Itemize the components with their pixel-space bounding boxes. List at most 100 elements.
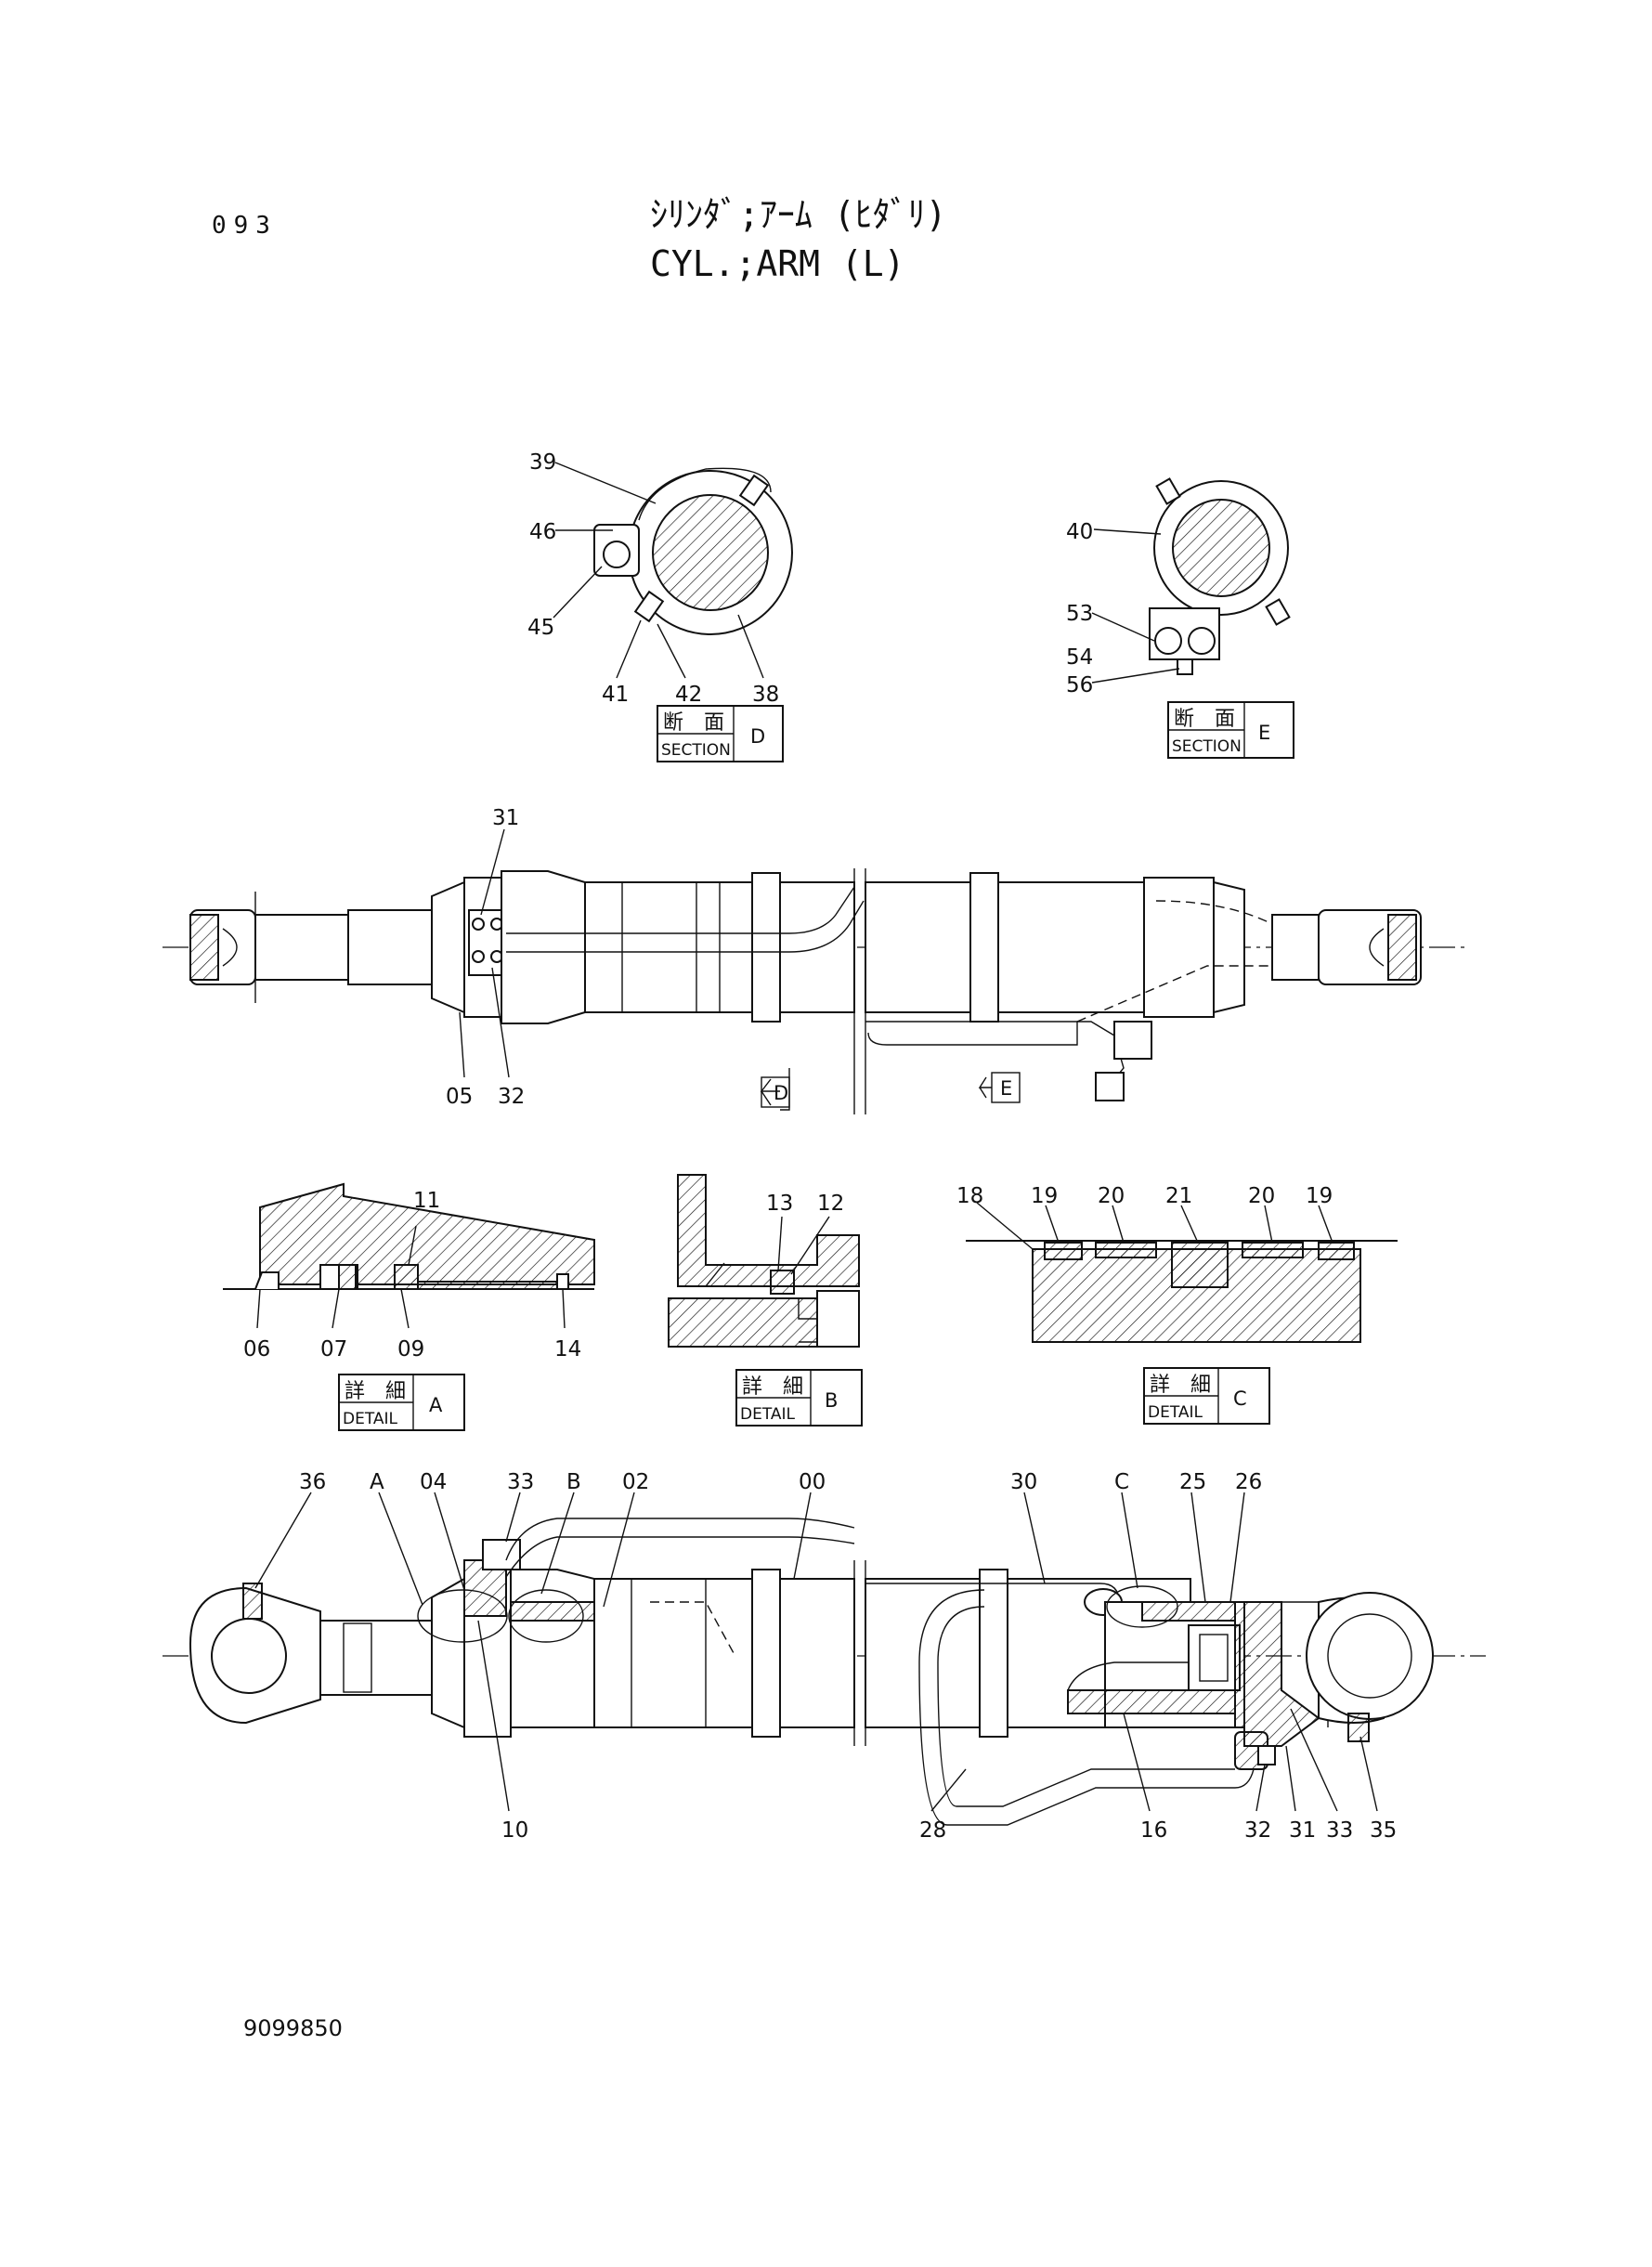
leader-B (540, 1492, 575, 1595)
leader-36 (254, 1492, 312, 1589)
leader-11 (408, 1225, 417, 1266)
callout-06: 06 (243, 1337, 270, 1362)
main-band-clamp-right (979, 1569, 1008, 1738)
callout-31-bottom: 31 (1289, 1818, 1316, 1843)
detail-c-view: 18 19 20 21 20 19 詳 細 DETAIL C (956, 1184, 1398, 1425)
callout-30: 30 (1010, 1470, 1037, 1494)
leader-40 (1093, 528, 1162, 535)
leader-53 (1091, 612, 1155, 642)
drawing-number: 9099850 (243, 2015, 343, 2041)
callout-41: 41 (602, 683, 629, 707)
leader-56 (1091, 668, 1180, 684)
main-cap (1234, 1601, 1320, 1747)
leader-12 (790, 1216, 830, 1275)
detail-c-ring-19-left (1044, 1242, 1083, 1260)
leader-00 (793, 1492, 812, 1580)
leader-33-top (505, 1492, 521, 1543)
arrow-e-label: E (1000, 1077, 1012, 1100)
leader-19-right (1318, 1205, 1333, 1244)
callout-39: 39 (529, 450, 556, 475)
main-pipe-top (505, 1518, 855, 1561)
section-d-clamp-ear-bottom (633, 590, 665, 623)
detail-b-label-en: DETAIL (740, 1405, 796, 1424)
detail-b-letter: B (825, 1389, 838, 1412)
leader-26 (1229, 1492, 1245, 1603)
section-d-band (638, 467, 772, 521)
main-tube-left (593, 1578, 855, 1728)
detail-c-seal-21 (1171, 1242, 1229, 1288)
callout-38: 38 (752, 683, 779, 707)
callout-32-bottom: 32 (1244, 1818, 1271, 1843)
main-grease-fitting-36 (242, 1583, 263, 1620)
callout-00: 00 (799, 1470, 826, 1494)
top-head-gland (431, 880, 465, 1014)
callout-33-top: 33 (507, 1470, 534, 1494)
detail-a-ring-14 (556, 1273, 569, 1290)
callout-12: 12 (817, 1192, 844, 1216)
leader-14 (562, 1288, 566, 1329)
callout-14: 14 (554, 1337, 581, 1362)
section-e-clamp-ear-bottom (1265, 598, 1291, 626)
leader-19-left (1045, 1205, 1060, 1244)
detail-b-view: 13 12 詳 細 DETAIL B (668, 1174, 863, 1427)
top-tube-right (865, 881, 1145, 1013)
leader-45 (553, 566, 603, 619)
leader-C (1121, 1492, 1138, 1589)
callout-09: 09 (397, 1337, 424, 1362)
main-side-view: 36 A 04 33 B 02 00 30 C 25 26 10 28 16 3… (163, 1470, 1486, 1843)
leader-A (378, 1492, 423, 1606)
section-d-pipe (603, 541, 631, 568)
callout-B: B (566, 1470, 581, 1494)
section-d-view: 39 46 45 41 42 38 断 面 SECTION D (527, 450, 793, 762)
callout-13: 13 (766, 1192, 793, 1216)
leader-42 (657, 623, 686, 679)
detail-a-circle (417, 1589, 508, 1643)
detail-c-label-en: DETAIL (1148, 1403, 1203, 1422)
detail-b-ring-12 (770, 1270, 795, 1295)
detail-c-circle (1106, 1585, 1178, 1628)
leader-18 (976, 1202, 1034, 1250)
leader-10 (477, 1620, 510, 1812)
detail-a-letter: A (429, 1394, 443, 1416)
callout-45: 45 (527, 616, 554, 640)
leader-09 (400, 1288, 410, 1329)
callout-56: 56 (1066, 673, 1093, 697)
detail-c-ring-20-right (1242, 1242, 1304, 1258)
title-english: CYL.;ARM (L) (650, 243, 905, 284)
leader-28 (930, 1768, 967, 1812)
section-d-rod (652, 494, 769, 611)
leader-33-bottom (1290, 1708, 1338, 1812)
detail-a-view: 11 06 07 09 14 詳 細 DETAIL A (223, 1182, 595, 1431)
main-head (431, 1577, 465, 1729)
callout-28: 28 (919, 1818, 946, 1843)
leader-31-top (480, 828, 505, 916)
detail-c-label-jp: 詳 細 (1150, 1374, 1211, 1397)
callout-19-left: 19 (1031, 1184, 1058, 1208)
section-e-letter: E (1258, 722, 1270, 744)
section-d-label-jp: 断 面 (663, 711, 724, 735)
callout-04: 04 (420, 1470, 447, 1494)
title-japanese: ｼﾘﾝﾀﾞ;ｱｰﾑ (ﾋﾀﾞﾘ) (650, 194, 947, 235)
leader-30 (1023, 1492, 1046, 1584)
detail-b-label-jp: 詳 細 (742, 1375, 803, 1399)
leader-41 (616, 619, 642, 679)
detail-a-label-en: DETAIL (343, 1410, 398, 1428)
callout-A: A (370, 1470, 384, 1494)
detail-c-letter: C (1233, 1388, 1247, 1410)
callout-53: 53 (1066, 602, 1093, 626)
leader-32-top (491, 967, 510, 1078)
callout-46: 46 (529, 520, 556, 544)
top-band-clamp (751, 872, 781, 1023)
section-d-letter: D (750, 725, 765, 748)
callout-19-right: 19 (1306, 1184, 1333, 1208)
leader-32-bottom (1255, 1764, 1266, 1812)
leader-13 (777, 1216, 783, 1271)
leader-06 (256, 1288, 261, 1329)
callout-20-right: 20 (1248, 1184, 1275, 1208)
leader-02 (603, 1492, 635, 1608)
leader-38 (737, 614, 764, 679)
arrow-d-label: D (774, 1082, 788, 1104)
detail-c-ring-19-right (1318, 1242, 1355, 1260)
section-d-clamp-ear-top (738, 474, 770, 507)
section-e-rod (1172, 499, 1270, 597)
